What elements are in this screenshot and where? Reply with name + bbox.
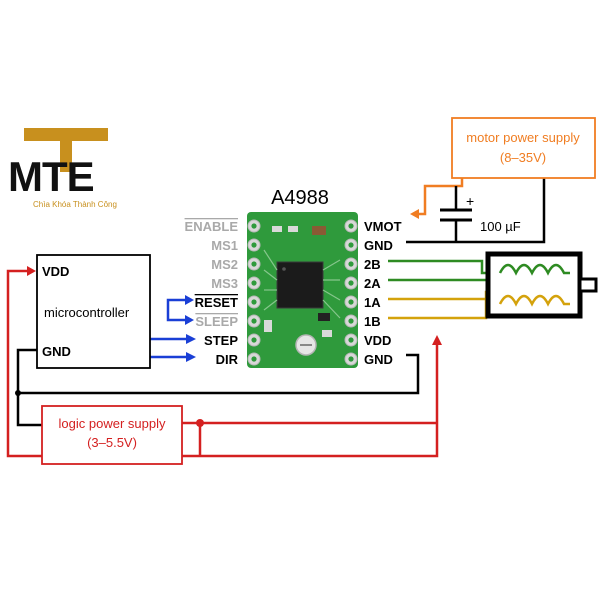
wire-ground-junction — [15, 390, 21, 396]
wire-2b — [388, 259, 500, 275]
motor-power-supply-label: motor power supply — [466, 130, 580, 145]
pin-hole-center-left-3 — [251, 261, 257, 267]
pin-hole-center-right-3 — [348, 261, 354, 267]
motor-coil-1 — [498, 294, 570, 307]
wire-reset-arrow — [185, 295, 194, 305]
wire-logic-vdd-arrow-board — [432, 335, 442, 345]
pin-label-2a: 2A — [364, 276, 381, 291]
wire-motor-supply-ground — [406, 178, 546, 244]
pin-label-vdd: VDD — [364, 333, 391, 348]
wire-logic-supply-ground — [16, 393, 42, 427]
logo-tagline: Chìa Khóa Thành Công — [33, 200, 117, 209]
pin-label-vmot: VMOT — [364, 219, 402, 234]
wire-reset-sleep-loop — [166, 298, 186, 322]
motor-body — [485, 251, 583, 319]
pin-hole-center-left-5 — [251, 299, 257, 305]
pin-label-reset: RESET — [195, 295, 238, 310]
logo-wordmark: MTE — [8, 153, 94, 200]
pin-label-ms1: MS1 — [211, 238, 238, 253]
capacitor-polarity: + — [466, 193, 474, 209]
left-pin-labels: ENABLE MS1 MS2 MS3 RESET SLEEP STEP DIR — [185, 219, 239, 367]
motor-shaft — [578, 277, 598, 293]
motor-power-supply: motor power supply (8–35V) — [451, 117, 596, 179]
wire-step-arrow — [186, 334, 196, 344]
pin-hole-center-right-6 — [348, 318, 354, 324]
pin-hole-center-left-1 — [251, 223, 257, 229]
wire-dir-arrow — [186, 352, 196, 362]
pin-hole-center-right-5 — [348, 299, 354, 305]
pin-label-gnd-bottom: GND — [364, 352, 393, 367]
microcontroller-name: microcontroller — [44, 305, 130, 320]
pin-hole-center-right-7 — [348, 337, 354, 343]
pin-label-step: STEP — [204, 333, 238, 348]
pin-label-ms3: MS3 — [211, 276, 238, 291]
logo-roof-shape — [24, 128, 108, 172]
logic-power-supply-label: logic power supply — [59, 416, 166, 431]
pin-label-1a: 1A — [364, 295, 381, 310]
board-capacitor-brown — [312, 226, 326, 235]
wire-logic-ground — [16, 348, 420, 395]
pin-hole-center-left-8 — [251, 356, 257, 362]
pin-hole-center-right-8 — [348, 356, 354, 362]
motor-power-supply-range: (8–35V) — [500, 150, 546, 165]
driver-ic-traces — [263, 249, 341, 319]
pin-hole-center-left-6 — [251, 318, 257, 324]
microcontroller-box — [36, 254, 151, 369]
chip-title: A4988 — [271, 187, 329, 209]
board-resistor-2 — [322, 330, 332, 337]
pin-label-ms2: MS2 — [211, 257, 238, 272]
pin-label-sleep: SLEEP — [195, 314, 238, 329]
pin-hole-center-left-7 — [251, 337, 257, 343]
microcontroller-gnd-label: GND — [42, 344, 71, 359]
wire-logic-vdd — [6, 269, 439, 458]
pin-label-enable: ENABLE — [185, 219, 239, 234]
pin-label-2b: 2B — [364, 257, 381, 272]
board-component-3 — [264, 320, 272, 332]
capacitor: + 100 µF — [440, 186, 521, 242]
pin-hole-center-left-2 — [251, 242, 257, 248]
board-component-1 — [272, 226, 282, 232]
right-pin-labels: VMOT GND 2B 2A 1A 1B VDD GND — [364, 219, 402, 367]
logic-power-supply-range: (3–5.5V) — [87, 435, 137, 450]
board-pin-holes — [247, 219, 358, 366]
pin-hole-center-right-4 — [348, 280, 354, 286]
logic-power-supply-box — [41, 405, 183, 465]
pin-hole-center-right-2 — [348, 242, 354, 248]
motor-coil-2 — [498, 263, 570, 276]
stepper-motor — [485, 251, 598, 319]
wire-motor-supply-positive — [418, 178, 464, 216]
wire-logic-junction — [196, 419, 204, 427]
microcontroller-vdd-label: VDD — [42, 264, 69, 279]
wire-sleep-arrow — [185, 315, 194, 325]
logic-power-supply: logic power supply (3–5.5V) — [41, 405, 183, 465]
pin-label-dir: DIR — [216, 352, 239, 367]
pin-label-gnd-top: GND — [364, 238, 393, 253]
board-resistor-1 — [318, 313, 330, 321]
motor-power-supply-box — [451, 117, 596, 179]
wire-vmot-arrow — [410, 209, 419, 219]
microcontroller-block: VDD microcontroller GND — [36, 254, 151, 369]
wire-logic-vdd-arrow-mcu — [27, 266, 36, 276]
a4988-board — [247, 212, 358, 368]
driver-ic-dot — [282, 267, 286, 271]
board-component-2 — [288, 226, 298, 232]
wire-1a — [388, 297, 500, 306]
capacitor-value: 100 µF — [480, 219, 521, 234]
mte-logo: MTE Chìa Khóa Thành Công — [8, 128, 117, 209]
pin-hole-center-right-1 — [348, 223, 354, 229]
pin-label-1b: 1B — [364, 314, 381, 329]
pin-hole-center-left-4 — [251, 280, 257, 286]
